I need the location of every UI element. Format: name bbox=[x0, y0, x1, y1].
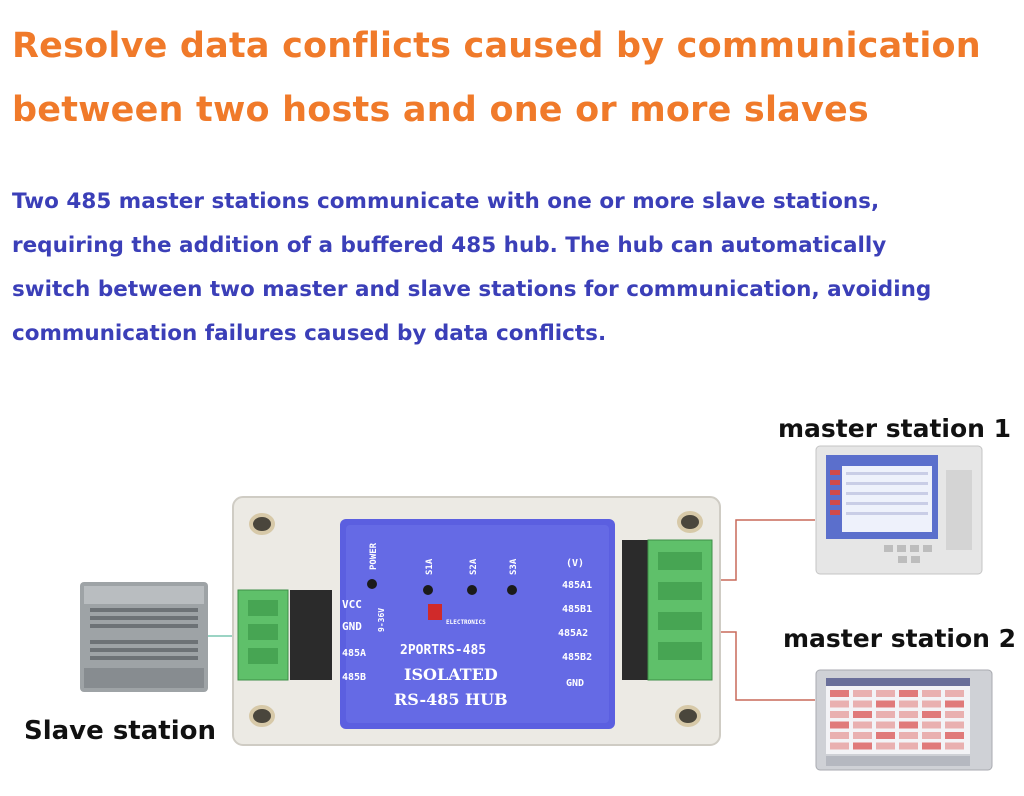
heading-line-2: between two hosts and one or more slaves bbox=[12, 90, 869, 130]
hub-device: POWER S1A S2A S3A VCC GND 9-36V 485A 485… bbox=[232, 496, 721, 746]
screen-cell bbox=[853, 700, 872, 708]
master-station-2-device bbox=[815, 669, 993, 771]
screen-cell bbox=[830, 700, 849, 708]
screen-cell bbox=[876, 700, 895, 708]
screen-cell bbox=[853, 721, 872, 729]
terminal-label-485a: 485A bbox=[342, 648, 366, 659]
right-label-485b2: 485B2 bbox=[562, 652, 592, 663]
right-label-485a1: 485A1 bbox=[562, 580, 592, 591]
right-terminal-block bbox=[622, 539, 713, 681]
hub-isolated: ISOLATED bbox=[404, 665, 498, 684]
screen-cell bbox=[945, 742, 964, 750]
wire-master-1 bbox=[712, 519, 815, 581]
hub-brand: ELECTRONICS bbox=[446, 619, 486, 626]
terminal-label-vcc: VCC bbox=[342, 598, 362, 611]
screen-cell bbox=[853, 732, 872, 739]
screen-cell bbox=[853, 742, 872, 750]
screen-cell bbox=[830, 690, 849, 697]
led-label-power: POWER bbox=[369, 542, 379, 570]
hub-name: RS-485 HUB bbox=[394, 690, 508, 709]
terminal-label-volt: 9-36V bbox=[377, 608, 386, 632]
led-label-s2: S2A bbox=[469, 558, 479, 575]
led-label-s1: S1A bbox=[425, 558, 435, 575]
screen-cell bbox=[853, 711, 872, 718]
screen-cell bbox=[830, 711, 849, 718]
led-label-s3: S3A bbox=[509, 558, 519, 575]
screen-cell bbox=[922, 732, 941, 739]
left-terminal-block bbox=[237, 589, 332, 681]
screen-cell bbox=[876, 721, 895, 729]
mounting-holes bbox=[249, 511, 703, 727]
heading: Resolve data conflicts caused by communi… bbox=[12, 14, 1012, 142]
screen-cell bbox=[945, 711, 964, 718]
slave-station-label: Slave station bbox=[24, 716, 216, 746]
screen-cell bbox=[899, 711, 918, 718]
screen-cell bbox=[922, 690, 941, 697]
terminal-label-485b: 485B bbox=[342, 672, 366, 683]
screen-cell bbox=[899, 742, 918, 750]
slave-station-device bbox=[80, 582, 208, 692]
right-label-top: (V) bbox=[566, 558, 584, 569]
right-label-485b1: 485B1 bbox=[562, 604, 592, 615]
master-station-1-device bbox=[815, 445, 983, 575]
screen-cell bbox=[876, 711, 895, 718]
screen-cell bbox=[830, 721, 849, 729]
screen-cell bbox=[945, 732, 964, 739]
description-line-1: Two 485 master stations communicate with… bbox=[12, 189, 880, 214]
screen-cell bbox=[853, 690, 872, 697]
screen-cell bbox=[945, 721, 964, 729]
screen-cell bbox=[945, 700, 964, 708]
master-station-2-label: master station 2 bbox=[783, 624, 1017, 653]
master-2-grid bbox=[830, 690, 964, 750]
screen-cell bbox=[830, 742, 849, 750]
brand-logo-icon bbox=[428, 604, 442, 620]
screen-cell bbox=[945, 690, 964, 697]
description-line-3: switch between two master and slave stat… bbox=[12, 277, 932, 302]
screen-cell bbox=[830, 732, 849, 739]
description-line-2: requiring the addition of a buffered 485… bbox=[12, 233, 887, 258]
screen-cell bbox=[899, 721, 918, 729]
screen-cell bbox=[876, 742, 895, 750]
screen-cell bbox=[899, 732, 918, 739]
screen-cell bbox=[899, 700, 918, 708]
screen-cell bbox=[922, 700, 941, 708]
description-line-4: communication failures caused by data co… bbox=[12, 321, 607, 346]
terminal-label-gnd: GND bbox=[342, 620, 362, 633]
screen-cell bbox=[922, 721, 941, 729]
wire-master-2 bbox=[712, 631, 815, 701]
screen-cell bbox=[922, 742, 941, 750]
right-label-gnd: GND bbox=[566, 678, 584, 689]
screen-cell bbox=[922, 711, 941, 718]
heading-line-1: Resolve data conflicts caused by communi… bbox=[12, 26, 981, 66]
description: Two 485 master stations communicate with… bbox=[12, 180, 1017, 356]
right-label-485a2: 485A2 bbox=[558, 628, 588, 639]
hub-model: 2PORTRS-485 bbox=[400, 643, 486, 658]
screen-cell bbox=[899, 690, 918, 697]
screen-cell bbox=[876, 732, 895, 739]
master-station-1-label: master station 1 bbox=[778, 414, 1012, 443]
hub-leds bbox=[367, 579, 517, 595]
screen-cell bbox=[876, 690, 895, 697]
